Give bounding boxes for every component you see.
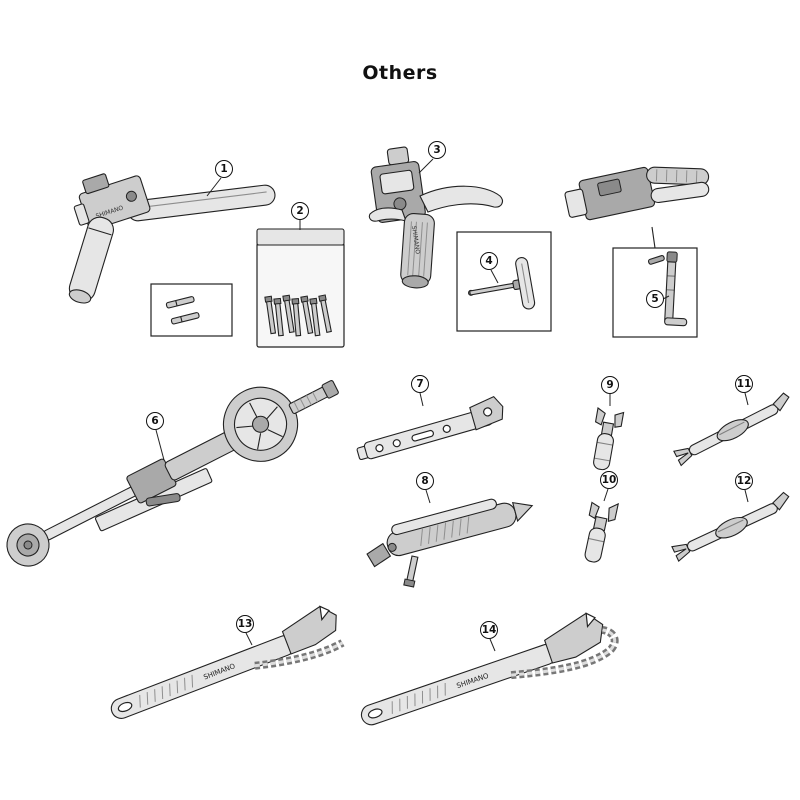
callout-2: 2 (291, 202, 309, 220)
callout-leader-lines (155, 158, 749, 652)
page-title: Others (362, 62, 438, 84)
handle-pin-box (456, 231, 552, 332)
tool-2-pin-bag-illustration (256, 228, 345, 348)
tool-8-chain-pliers-illustration (366, 498, 534, 588)
tool-10-fork-tool-illustration (584, 501, 619, 563)
callout-14: 14 (480, 621, 498, 639)
callout-1: 1 (215, 160, 233, 178)
tool-13-sprocket-tool-illustration: SHIMANO (110, 605, 345, 719)
tool-7-hanger-tool-illustration (356, 395, 504, 461)
tool-4-handle-pin-box-illustration (456, 231, 552, 332)
callout-3: 3 (428, 141, 446, 159)
callout-7: 7 (411, 375, 429, 393)
spare-pin-box (150, 283, 233, 337)
pin-set (264, 294, 332, 337)
tool-5-adapter-tool-illustration (564, 166, 710, 338)
callout-8: 8 (416, 472, 434, 490)
tool-11-lever-tool-illustration (673, 392, 790, 467)
callout-6: 6 (146, 412, 164, 430)
brand-text: SHIMANO (410, 225, 421, 255)
tool-14-sprocket-tool-illustration: SHIMANO (360, 612, 619, 726)
tool-9-fork-tool-illustration (593, 407, 625, 471)
tool-3-chain-cutter-illustration: SHIMANO (368, 146, 503, 289)
tool-6-crank-tool-illustration (6, 380, 339, 567)
callout-13: 13 (236, 615, 254, 633)
callout-9: 9 (601, 376, 619, 394)
tool-12-lever-tool-illustration (671, 491, 790, 563)
callout-4: 4 (480, 252, 498, 270)
callout-11: 11 (735, 375, 753, 393)
callout-10: 10 (600, 471, 618, 489)
tool-1-chain-cutter-illustration: SHIMANO (68, 173, 276, 337)
callout-12: 12 (735, 472, 753, 490)
callout-5: 5 (646, 290, 664, 308)
